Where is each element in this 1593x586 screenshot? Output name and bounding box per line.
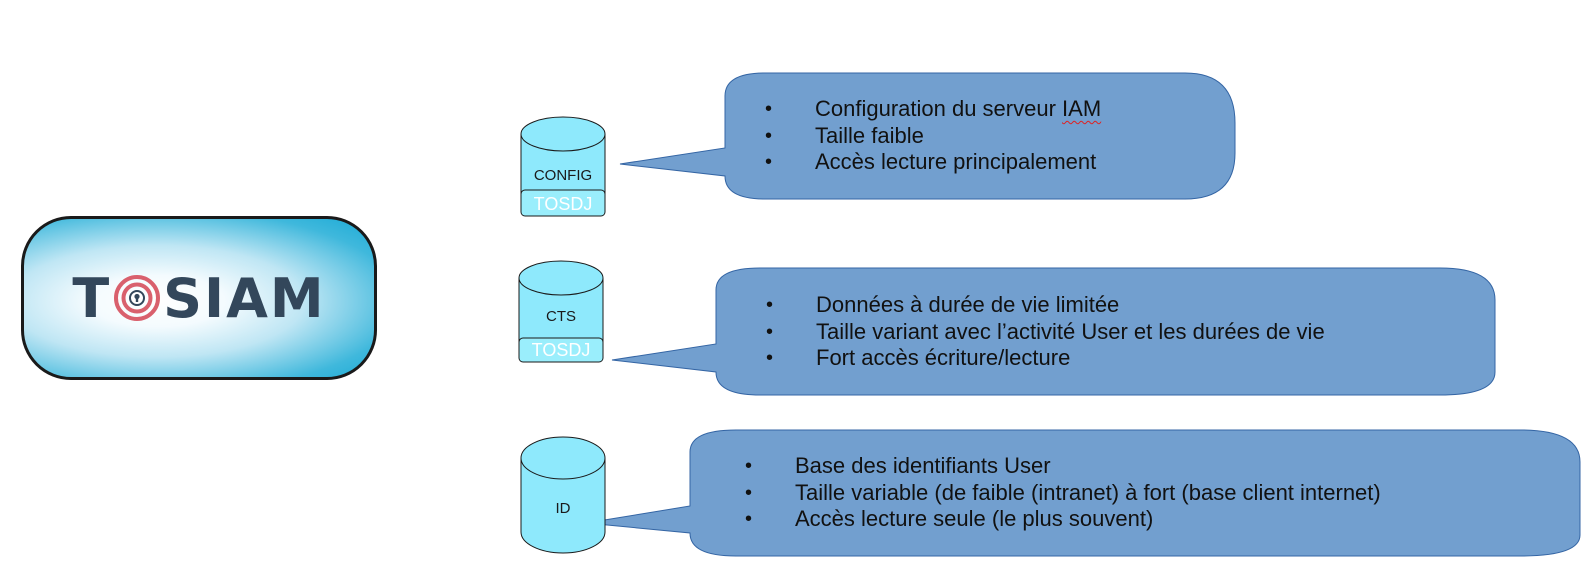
logo-text-right: SIAM xyxy=(163,266,326,330)
database-config-label: CONFIG xyxy=(534,167,592,184)
database-id-cylinder: ID xyxy=(520,436,606,554)
callout-id-bullet-3: Accès lecture seule (le plus souvent) xyxy=(745,506,1381,533)
database-config-tag: TOSDJ xyxy=(534,194,593,214)
callout-cts-bullet-3: Fort accès écriture/lecture xyxy=(766,345,1325,372)
database-cts-cylinder: CTS TOSDJ xyxy=(518,260,604,363)
callout-config-bullet-1: Configuration du serveur IAM xyxy=(765,96,1101,123)
callout-id-bullet-2: Taille variable (de faible (intranet) à … xyxy=(745,480,1381,507)
callout-id-bullets: Base des identifiants User Taille variab… xyxy=(745,453,1381,533)
callout-cts-bullet-1: Données à durée de vie limitée xyxy=(766,292,1325,319)
logo-text-left: T xyxy=(72,266,112,330)
database-id-label: ID xyxy=(556,500,571,517)
callout-cts-bullets: Données à durée de vie limitée Taille va… xyxy=(766,292,1325,372)
database-cts-tag: TOSDJ xyxy=(532,340,591,360)
callout-cts-bullet-2: Taille variant avec l’activité User et l… xyxy=(766,319,1325,346)
lock-target-icon xyxy=(114,275,161,321)
callout-config-bullets: Configuration du serveur IAM Taille faib… xyxy=(765,96,1101,176)
database-config-cylinder: CONFIG TOSDJ xyxy=(520,116,606,217)
callout-config-bullet-3: Accès lecture principalement xyxy=(765,149,1101,176)
logo-wordmark: T SIAM xyxy=(72,267,325,330)
database-cts-label: CTS xyxy=(546,308,576,325)
spellcheck-flagged-word: IAM xyxy=(1062,96,1102,121)
callout-id-bullet-1: Base des identifiants User xyxy=(745,453,1381,480)
tosiam-logo: T SIAM xyxy=(21,216,377,380)
callout-config-bullet-2: Taille faible xyxy=(765,123,1101,150)
